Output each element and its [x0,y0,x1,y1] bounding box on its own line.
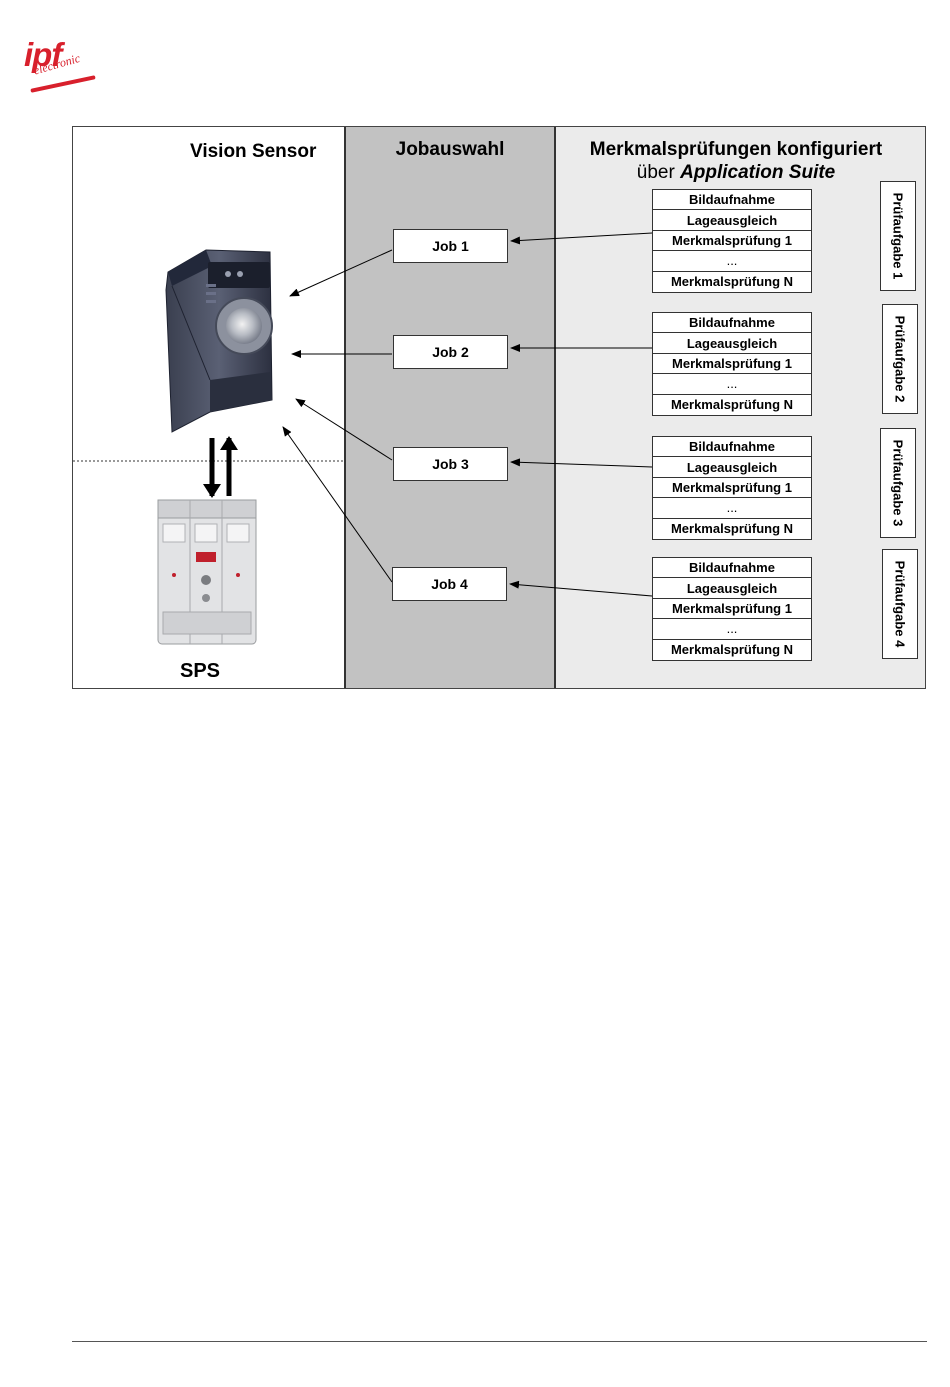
task-row-merkmal-1: Merkmalsprüfung 1 [653,354,811,375]
task-row-bildaufnahme: Bildaufnahme [653,313,811,334]
task-row-lageausgleich: Lageausgleich [653,578,811,599]
job-box-2: Job 2 [393,335,508,369]
task-row-ellipsis: ... [653,374,811,395]
application-suite-text: Application Suite [680,162,836,183]
vision-sensor-heading: Vision Sensor [190,141,317,162]
task1-to-job1-arrow [510,232,653,245]
task-table-1: Bildaufnahme Lageausgleich Merkmalsprüfu… [652,189,812,293]
task-row-ellipsis: ... [653,251,811,272]
task-row-bildaufnahme: Bildaufnahme [653,558,811,579]
task-table-2: Bildaufnahme Lageausgleich Merkmalsprüfu… [652,312,812,416]
divider-right [554,127,556,688]
merkmal-heading-line1: Merkmalsprüfungen konfiguriert [589,139,883,160]
divider-left [344,127,346,688]
sps-label: SPS [180,660,221,682]
pruefaufgabe-tag-2: Prüfaufgabe 2 [882,304,918,414]
logo-brand-text: ipf [24,36,62,73]
job1-to-sensor-arrow [289,249,393,297]
task-row-bildaufnahme: Bildaufnahme [653,190,811,211]
task3-to-job3-arrow [510,458,653,468]
task-row-ellipsis: ... [653,498,811,519]
footer-rule [72,1341,927,1342]
pruefaufgabe-tag-3: Prüfaufgabe 3 [880,428,916,538]
job-box-3: Job 3 [393,447,508,481]
task-row-merkmal-1: Merkmalsprüfung 1 [653,599,811,620]
task-row-merkmal-n: Merkmalsprüfung N [670,521,794,537]
pruefaufgabe-tag-1: Prüfaufgabe 1 [880,181,916,291]
job3-to-sensor-arrow [295,398,393,461]
company-logo: ipf electronic [22,38,98,98]
task-row-bildaufnahme: Bildaufnahme [653,437,811,458]
pruefaufgabe-label: Prüfaufgabe 3 [890,439,906,527]
job-box-4: Job 4 [392,567,507,601]
task-row-merkmal-1: Merkmalsprüfung 1 [653,231,811,252]
pruefaufgabe-tag-4: Prüfaufgabe 4 [882,549,918,659]
task-table-4: Bildaufnahme Lageausgleich Merkmalsprüfu… [652,557,812,661]
pruefaufgabe-label: Prüfaufgabe 1 [890,192,906,280]
task-row-merkmal-n: Merkmalsprüfung N [670,274,794,290]
pruefaufgabe-label: Prüfaufgabe 2 [892,315,908,403]
job-box-1: Job 1 [393,229,508,263]
vision-sensor-icon [165,249,273,433]
task-row-merkmal-1: Merkmalsprüfung 1 [653,478,811,499]
merkmal-heading-prefix: über [636,162,675,183]
task-row-ellipsis: ... [653,619,811,640]
jobauswahl-heading: Jobauswahl [395,139,505,160]
task4-to-job4-arrow [509,580,653,597]
task-row-lageausgleich: Lageausgleich [653,210,811,231]
task-row-merkmal-n: Merkmalsprüfung N [670,642,794,658]
task-row-lageausgleich: Lageausgleich [653,457,811,478]
pruefaufgabe-label: Prüfaufgabe 4 [892,560,908,648]
job4-to-sensor-arrow [282,426,393,583]
task-table-3: Bildaufnahme Lageausgleich Merkmalsprüfu… [652,436,812,540]
merkmal-heading-line2: über Application Suite [556,162,916,184]
task-row-merkmal-n: Merkmalsprüfung N [670,397,794,413]
sps-controller-icon [157,499,257,645]
task-row-lageausgleich: Lageausgleich [653,333,811,354]
